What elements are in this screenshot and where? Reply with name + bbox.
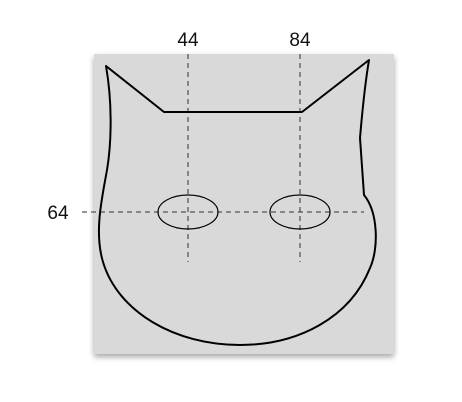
left-eye-x-label: 44: [177, 30, 199, 51]
eye-level-y-label: 64: [47, 203, 69, 224]
cat-head-outline: [97, 59, 377, 346]
background-panel: [94, 54, 394, 354]
right-eye-x-label: 84: [289, 30, 311, 51]
left-eye: [157, 194, 219, 230]
right-eye: [269, 194, 331, 230]
